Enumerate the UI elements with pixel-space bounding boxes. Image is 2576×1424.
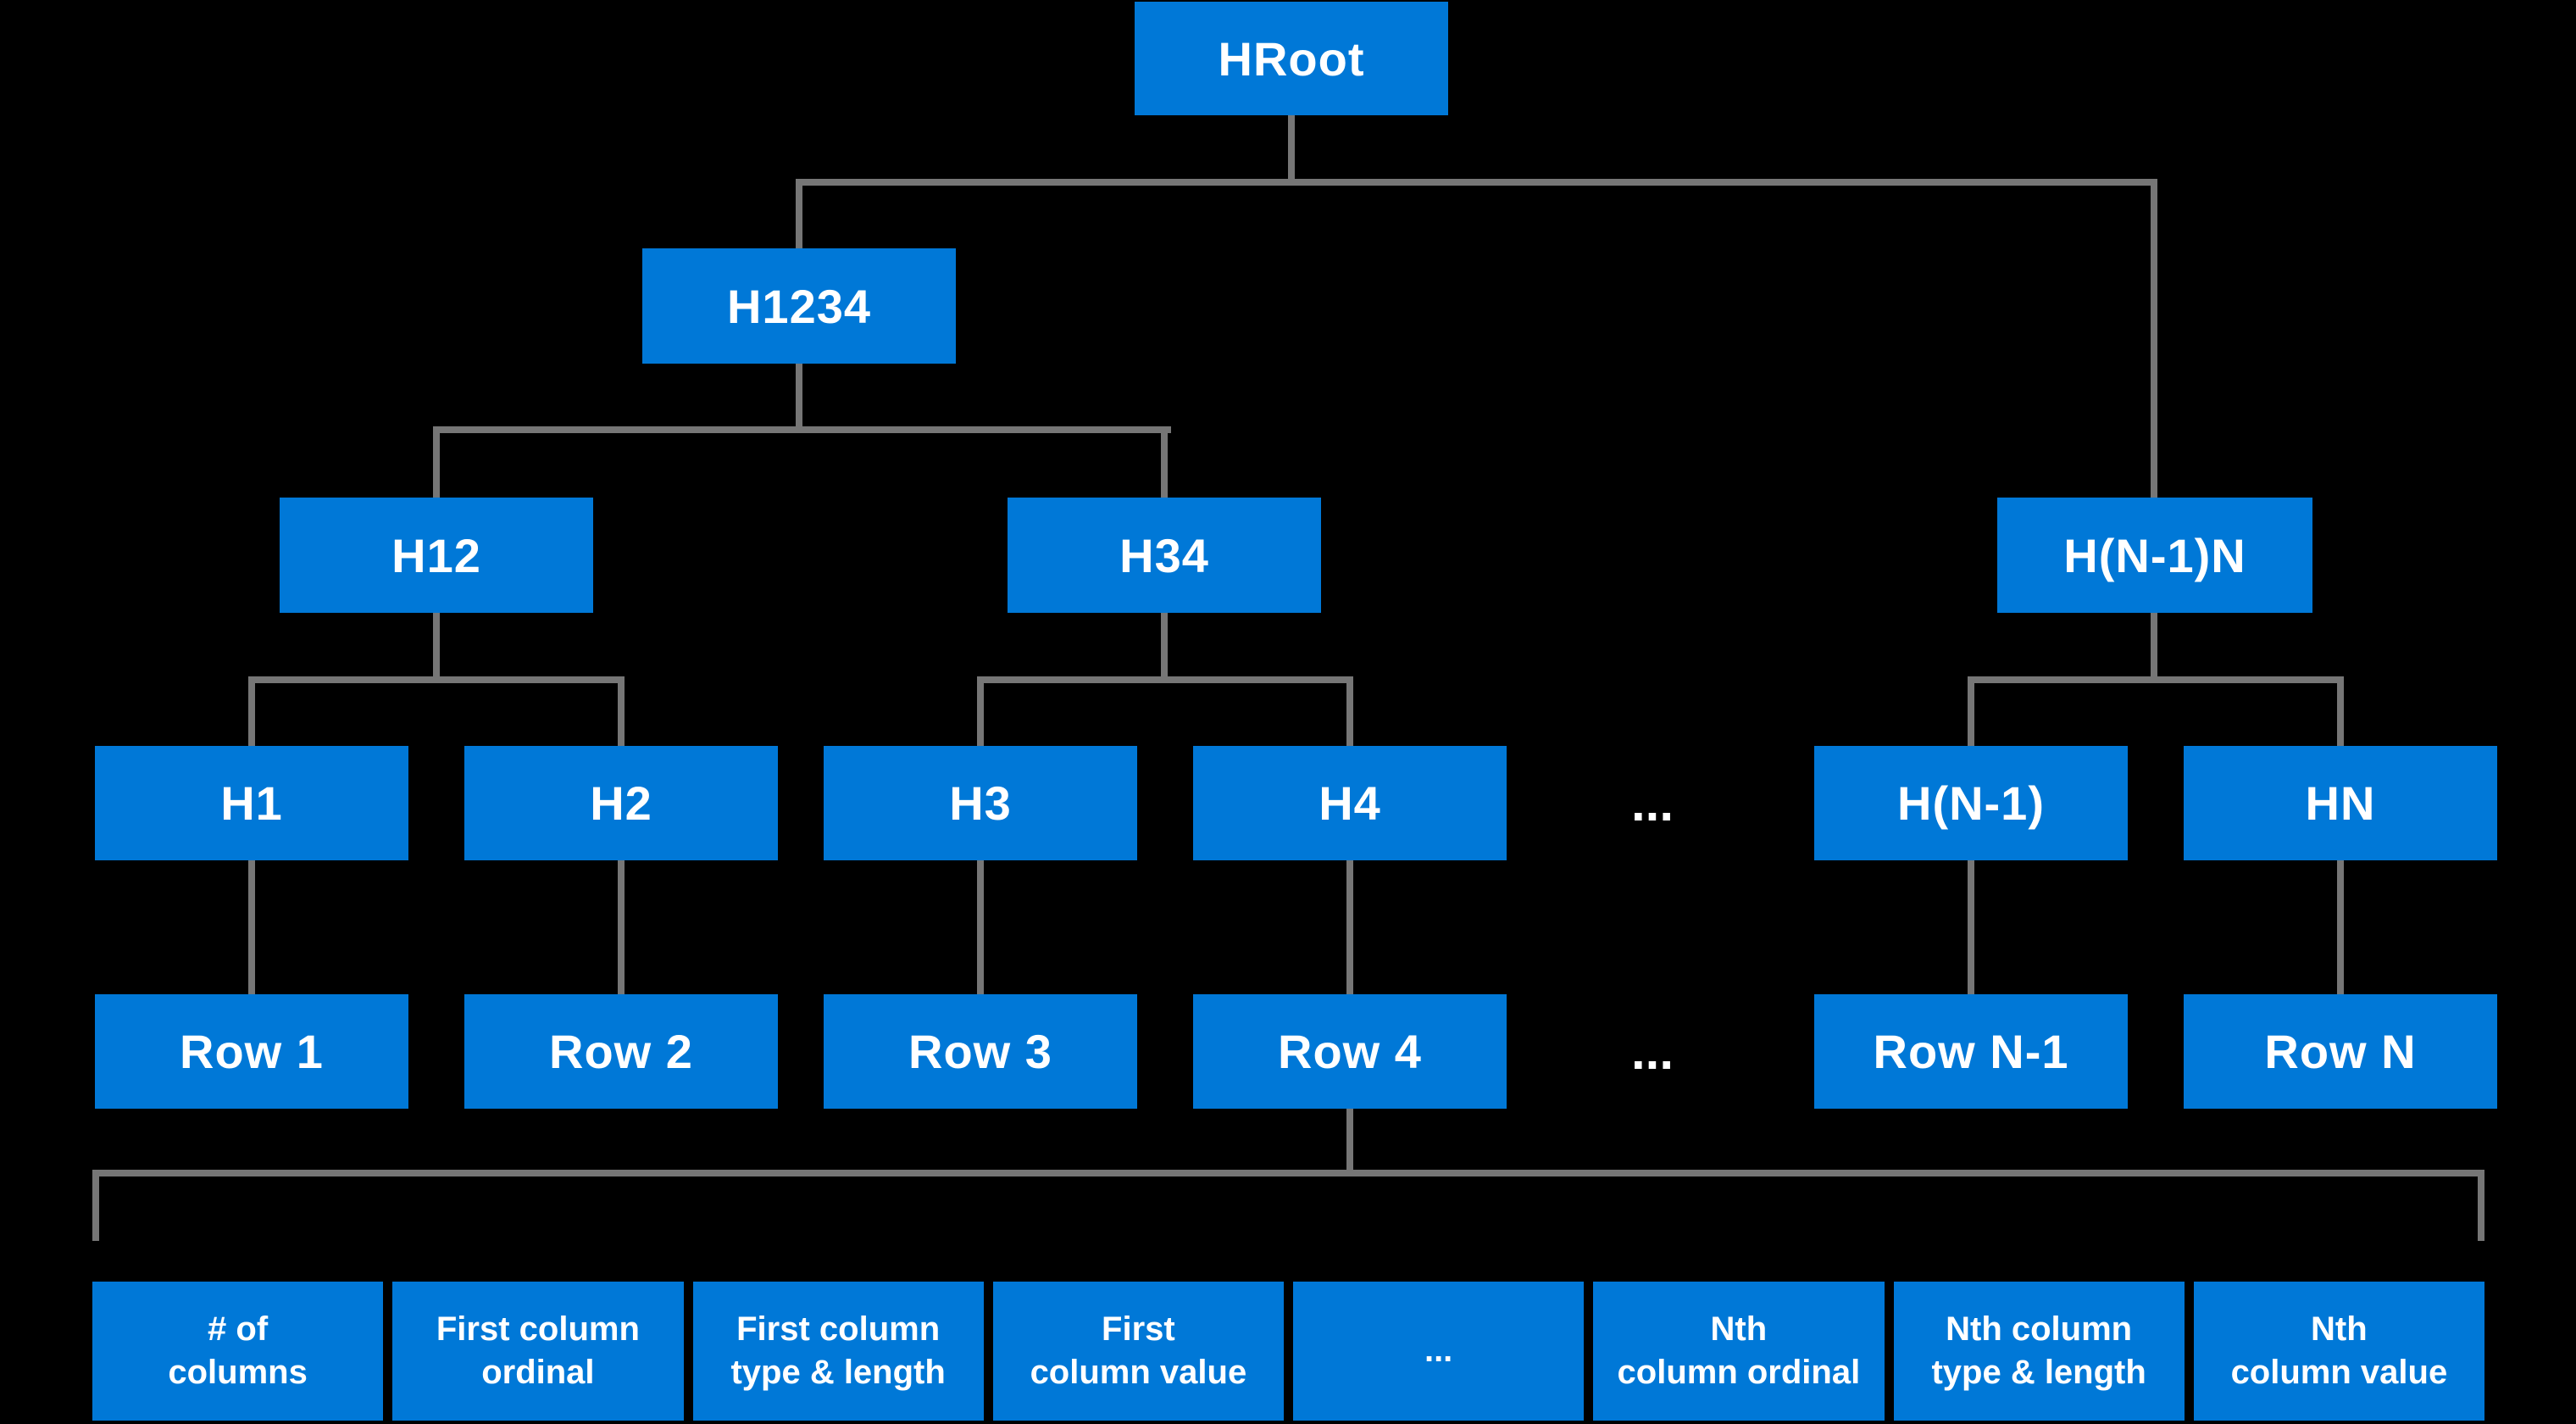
connector-h12-down	[433, 613, 440, 683]
node-hn: HN	[2184, 746, 2497, 860]
node-hn1n: H(N-1)N	[1997, 498, 2312, 613]
node-hn1: H(N-1)	[1814, 746, 2128, 860]
connector-to-hn1	[1968, 676, 1974, 746]
connector-to-hn	[2337, 676, 2344, 746]
node-h2: H2	[464, 746, 778, 860]
connector-hn1-rowN1	[1968, 860, 1974, 994]
connector-h12-horizontal	[248, 676, 625, 683]
ellipsis-header-level: ...	[1630, 775, 1674, 832]
field-cell-first-ordinal: First column ordinal	[392, 1282, 684, 1421]
field-cell-nth-type-length: Nth column type & length	[1893, 1282, 2185, 1421]
field-cell-ellipsis: ...	[1293, 1282, 1585, 1421]
connector-h2-row2	[618, 860, 625, 994]
node-rowN: Row N	[2184, 994, 2497, 1109]
node-h1: H1	[95, 746, 408, 860]
connector-h34-horizontal	[977, 676, 1353, 683]
connector-hroot-down	[1288, 115, 1295, 182]
node-h4: H4	[1193, 746, 1507, 860]
connector-bracket-left	[92, 1170, 99, 1241]
connector-bracket-horizontal	[92, 1170, 2484, 1176]
field-cell-nth-value: Nth column value	[2193, 1282, 2484, 1421]
field-cell-first-type-length: First column type & length	[692, 1282, 984, 1421]
connector-top-horizontal	[796, 179, 2157, 186]
field-cell-nth-ordinal: Nth column ordinal	[1593, 1282, 1885, 1421]
connector-row4-down	[1346, 1109, 1353, 1176]
connector-hn1n-horizontal	[1968, 676, 2344, 683]
connector-to-h12	[433, 426, 440, 498]
connector-to-h4	[1346, 676, 1353, 746]
node-row4: Row 4	[1193, 994, 1507, 1109]
connector-h1234-horizontal	[433, 426, 1171, 433]
node-row2: Row 2	[464, 994, 778, 1109]
node-hroot: HRoot	[1135, 2, 1448, 115]
connector-h4-row4	[1346, 860, 1353, 994]
connector-to-hn1n	[2151, 179, 2157, 498]
node-h3: H3	[824, 746, 1137, 860]
connector-h1-row1	[248, 860, 255, 994]
connector-to-h1234	[796, 179, 802, 248]
field-cell-first-value: First column value	[992, 1282, 1284, 1421]
connector-hn-rowN	[2337, 860, 2344, 994]
node-h12: H12	[280, 498, 593, 613]
connector-bracket-right	[2478, 1170, 2484, 1241]
connector-to-h34	[1161, 426, 1168, 498]
node-h1234: H1234	[642, 248, 956, 364]
connector-to-h2	[618, 676, 625, 746]
connector-to-h1	[248, 676, 255, 746]
row-field-layout: # of columns First column ordinal First …	[92, 1282, 2484, 1421]
node-rowN1: Row N-1	[1814, 994, 2128, 1109]
connector-h3-row3	[977, 860, 984, 994]
connector-to-h3	[977, 676, 984, 746]
node-row3: Row 3	[824, 994, 1137, 1109]
field-cell-column-count: # of columns	[92, 1282, 384, 1421]
connector-h34-down	[1161, 613, 1168, 683]
node-h34: H34	[1008, 498, 1321, 613]
node-row1: Row 1	[95, 994, 408, 1109]
connector-hn1n-down	[2151, 613, 2157, 683]
ellipsis-row-level: ...	[1630, 1023, 1674, 1080]
connector-h1234-down	[796, 364, 802, 433]
